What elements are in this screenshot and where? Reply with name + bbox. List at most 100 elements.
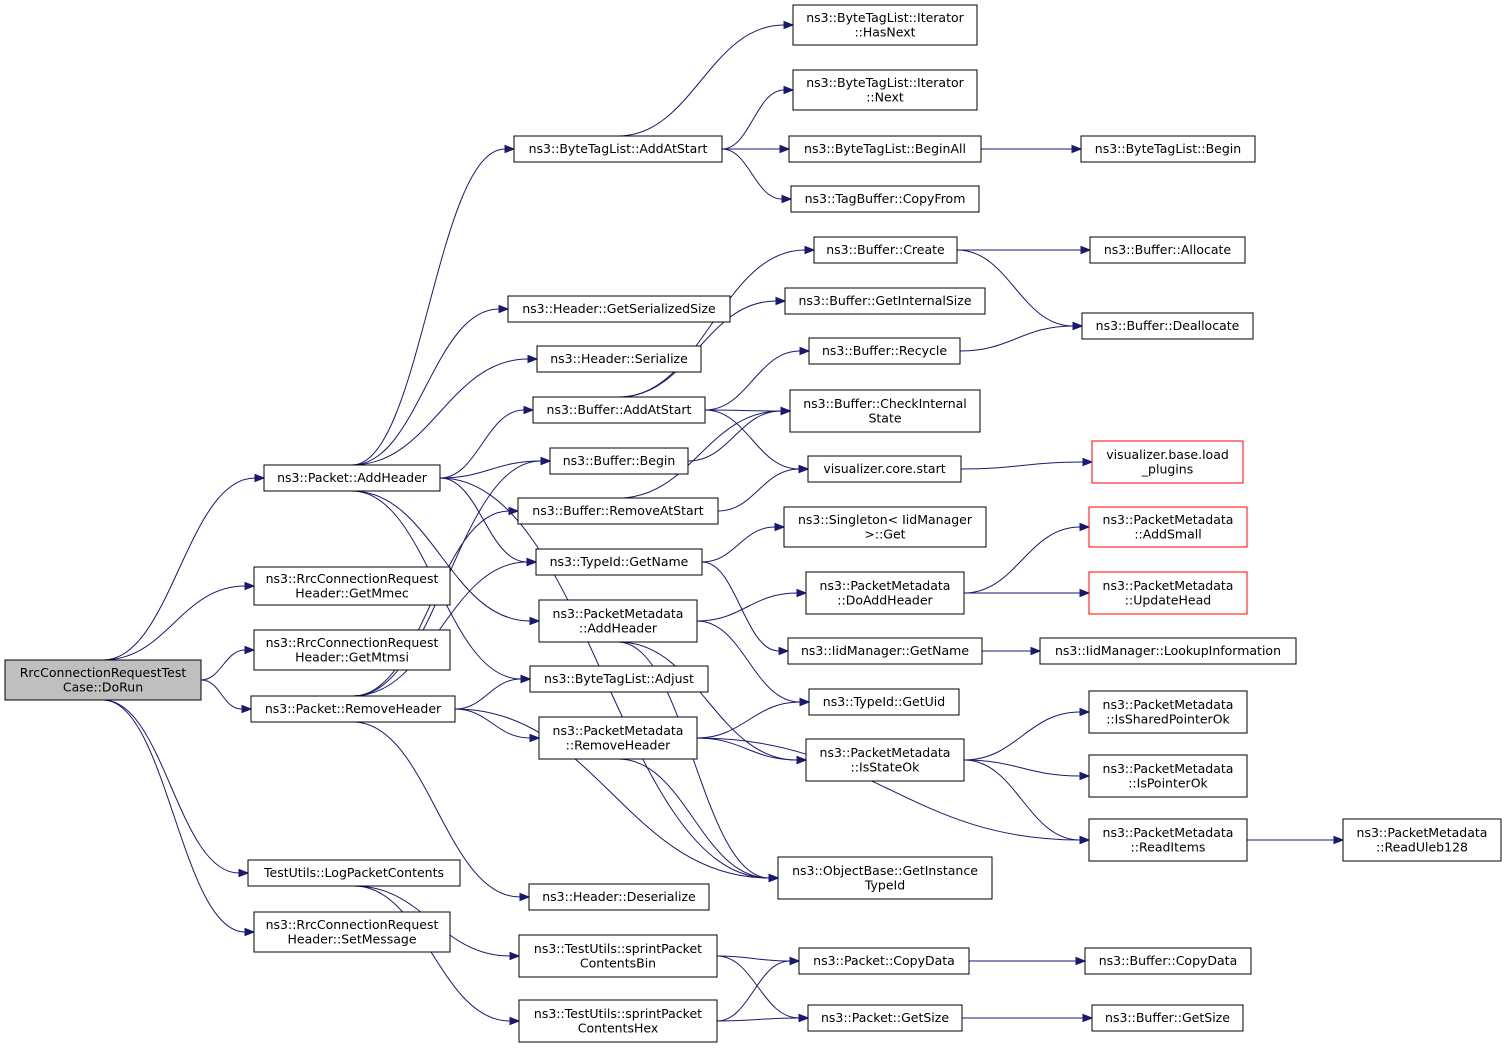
node-box-buf_checkinternal[interactable] bbox=[789, 389, 981, 433]
node-box-root[interactable] bbox=[4, 659, 202, 701]
node-box-logpacket[interactable] bbox=[247, 859, 461, 887]
node-box-setmessage[interactable] bbox=[253, 911, 451, 953]
node-vis_loadplugins[interactable]: visualizer.base.load_plugins bbox=[1091, 440, 1244, 484]
node-buf_getinternal[interactable]: ns3::Buffer::GetInternalSize bbox=[784, 287, 986, 315]
node-pkt_addheader[interactable]: ns3::Packet::AddHeader bbox=[263, 464, 441, 492]
node-box-pkt_addheader[interactable] bbox=[263, 464, 441, 492]
node-box-hdr_getser[interactable] bbox=[507, 295, 731, 323]
node-btl_adjust[interactable]: ns3::ByteTagList::Adjust bbox=[529, 665, 709, 693]
node-box-buf_deallocate[interactable] bbox=[1081, 312, 1254, 340]
node-box-pm_readuleb[interactable] bbox=[1342, 818, 1502, 862]
node-box-vis_loadplugins[interactable] bbox=[1091, 440, 1244, 484]
node-buf_addatstart[interactable]: ns3::Buffer::AddAtStart bbox=[532, 396, 706, 424]
node-box-btl_addatstart[interactable] bbox=[513, 135, 723, 163]
node-pkt_copydata[interactable]: ns3::Packet::CopyData bbox=[798, 947, 970, 975]
node-pm_issharedptr[interactable]: ns3::PacketMetadata::IsSharedPointerOk bbox=[1088, 690, 1248, 734]
node-pm_removeheader[interactable]: ns3::PacketMetadata::RemoveHeader bbox=[538, 716, 698, 760]
node-box-pm_updatehead[interactable] bbox=[1088, 571, 1248, 615]
node-btl_addatstart[interactable]: ns3::ByteTagList::AddAtStart bbox=[513, 135, 723, 163]
node-box-buf_create[interactable] bbox=[813, 236, 958, 264]
node-getmtmsi[interactable]: ns3::RrcConnectionRequestHeader::GetMtms… bbox=[253, 629, 451, 671]
node-box-buf_recycle[interactable] bbox=[808, 337, 961, 365]
node-box-pm_isstateok[interactable] bbox=[805, 738, 965, 782]
node-box-buf_allocate[interactable] bbox=[1089, 236, 1246, 264]
node-logpacket[interactable]: TestUtils::LogPacketContents bbox=[247, 859, 461, 887]
node-setmessage[interactable]: ns3::RrcConnectionRequestHeader::SetMess… bbox=[253, 911, 451, 953]
node-pkt_removeheader[interactable]: ns3::Packet::RemoveHeader bbox=[250, 695, 456, 723]
node-buf_begin[interactable]: ns3::Buffer::Begin bbox=[549, 447, 689, 475]
node-box-pkt_removeheader[interactable] bbox=[250, 695, 456, 723]
node-box-hdr_serialize[interactable] bbox=[536, 345, 702, 373]
node-buf_getsize[interactable]: ns3::Buffer::GetSize bbox=[1091, 1004, 1244, 1032]
node-box-btl_hasnext[interactable] bbox=[792, 4, 978, 46]
node-box-pm_addsmall[interactable] bbox=[1088, 506, 1248, 548]
node-pkt_getsize[interactable]: ns3::Packet::GetSize bbox=[807, 1004, 963, 1032]
node-buf_recycle[interactable]: ns3::Buffer::Recycle bbox=[808, 337, 961, 365]
node-hdr_serialize[interactable]: ns3::Header::Serialize bbox=[536, 345, 702, 373]
node-box-getmmec[interactable] bbox=[253, 566, 451, 606]
node-buf_allocate[interactable]: ns3::Buffer::Allocate bbox=[1089, 236, 1246, 264]
node-pm_doaddheader[interactable]: ns3::PacketMetadata::DoAddHeader bbox=[805, 571, 965, 615]
node-box-buf_copydata[interactable] bbox=[1084, 947, 1252, 975]
node-box-btl_beginall[interactable] bbox=[788, 135, 982, 163]
node-buf_create[interactable]: ns3::Buffer::Create bbox=[813, 236, 958, 264]
node-pm_addheader[interactable]: ns3::PacketMetadata::AddHeader bbox=[538, 599, 698, 643]
node-box-iid_lookup[interactable] bbox=[1039, 637, 1297, 665]
node-btl_beginall[interactable]: ns3::ByteTagList::BeginAll bbox=[788, 135, 982, 163]
node-box-tagbuf_copyfrom[interactable] bbox=[790, 185, 980, 213]
node-box-singleton_get[interactable] bbox=[783, 506, 987, 548]
node-pm_readitems[interactable]: ns3::PacketMetadata::ReadItems bbox=[1088, 818, 1248, 862]
node-box-btl_next[interactable] bbox=[792, 69, 978, 111]
node-box-pm_readitems[interactable] bbox=[1088, 818, 1248, 862]
node-box-buf_begin[interactable] bbox=[549, 447, 689, 475]
node-box-buf_addatstart[interactable] bbox=[532, 396, 706, 424]
node-hdr_deserialize[interactable]: ns3::Header::Deserialize bbox=[528, 883, 710, 911]
node-buf_deallocate[interactable]: ns3::Buffer::Deallocate bbox=[1081, 312, 1254, 340]
node-singleton_get[interactable]: ns3::Singleton< IidManager>::Get bbox=[783, 506, 987, 548]
node-box-pm_removeheader[interactable] bbox=[538, 716, 698, 760]
node-hdr_getser[interactable]: ns3::Header::GetSerializedSize bbox=[507, 295, 731, 323]
node-box-getmtmsi[interactable] bbox=[253, 629, 451, 671]
node-pm_isstateok[interactable]: ns3::PacketMetadata::IsStateOk bbox=[805, 738, 965, 782]
node-typeid_getname[interactable]: ns3::TypeId::GetName bbox=[535, 548, 703, 576]
node-typeid_getuid[interactable]: ns3::TypeId::GetUid bbox=[808, 688, 960, 716]
node-box-hdr_deserialize[interactable] bbox=[528, 883, 710, 911]
node-box-pkt_copydata[interactable] bbox=[798, 947, 970, 975]
node-box-btl_begin[interactable] bbox=[1080, 135, 1256, 163]
node-tagbuf_copyfrom[interactable]: ns3::TagBuffer::CopyFrom bbox=[790, 185, 980, 213]
node-box-buf_removeatstart[interactable] bbox=[517, 497, 719, 525]
node-btl_begin[interactable]: ns3::ByteTagList::Begin bbox=[1080, 135, 1256, 163]
node-iid_getname[interactable]: ns3::IidManager::GetName bbox=[787, 637, 983, 665]
node-box-pm_ispointer[interactable] bbox=[1088, 754, 1248, 798]
node-box-pm_doaddheader[interactable] bbox=[805, 571, 965, 615]
node-pm_readuleb[interactable]: ns3::PacketMetadata::ReadUleb128 bbox=[1342, 818, 1502, 862]
node-box-buf_getsize[interactable] bbox=[1091, 1004, 1244, 1032]
node-pm_addsmall[interactable]: ns3::PacketMetadata::AddSmall bbox=[1088, 506, 1248, 548]
node-pm_ispointer[interactable]: ns3::PacketMetadata::IsPointerOk bbox=[1088, 754, 1248, 798]
node-box-pkt_getsize[interactable] bbox=[807, 1004, 963, 1032]
node-vis_start[interactable]: visualizer.core.start bbox=[807, 455, 962, 483]
node-box-tu_bin[interactable] bbox=[518, 934, 718, 978]
node-pm_updatehead[interactable]: ns3::PacketMetadata::UpdateHead bbox=[1088, 571, 1248, 615]
node-iid_lookup[interactable]: ns3::IidManager::LookupInformation bbox=[1039, 637, 1297, 665]
node-btl_next[interactable]: ns3::ByteTagList::Iterator::Next bbox=[792, 69, 978, 111]
node-box-buf_getinternal[interactable] bbox=[784, 287, 986, 315]
node-box-iid_getname[interactable] bbox=[787, 637, 983, 665]
node-buf_removeatstart[interactable]: ns3::Buffer::RemoveAtStart bbox=[517, 497, 719, 525]
node-box-ob_getinstance[interactable] bbox=[777, 856, 993, 900]
node-box-btl_adjust[interactable] bbox=[529, 665, 709, 693]
node-box-tu_hex[interactable] bbox=[518, 999, 718, 1043]
node-buf_copydata[interactable]: ns3::Buffer::CopyData bbox=[1084, 947, 1252, 975]
node-box-pm_addheader[interactable] bbox=[538, 599, 698, 643]
node-box-typeid_getuid[interactable] bbox=[808, 688, 960, 716]
node-box-typeid_getname[interactable] bbox=[535, 548, 703, 576]
node-box-pm_issharedptr[interactable] bbox=[1088, 690, 1248, 734]
node-box-vis_start[interactable] bbox=[807, 455, 962, 483]
node-btl_hasnext[interactable]: ns3::ByteTagList::Iterator::HasNext bbox=[792, 4, 978, 46]
